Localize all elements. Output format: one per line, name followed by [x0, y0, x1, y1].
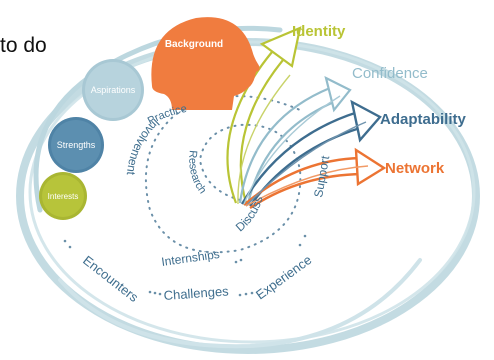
bubble-label-aspirations: Aspirations — [91, 85, 136, 95]
word-involvement: Involvement — [124, 116, 163, 176]
word-encounters: Encounters — [80, 253, 141, 306]
arrow-strands — [237, 74, 369, 207]
outcome-confidence: Confidence — [352, 65, 428, 82]
arrow-network — [243, 147, 387, 210]
arrow-identity — [226, 26, 302, 204]
connector-dots — [63, 234, 307, 297]
corner-text: to do — [0, 34, 47, 57]
word-experience: Experience — [253, 252, 314, 302]
bubble-interests: Interests — [39, 172, 87, 220]
word-research: Research — [186, 150, 208, 196]
outcome-network: Network — [385, 160, 445, 177]
bubble-label-strengths: Strengths — [57, 140, 96, 150]
head-silhouette: Background — [151, 17, 260, 111]
outcome-identity: Identity — [292, 23, 346, 40]
word-internships: Internships — [160, 247, 220, 269]
head-label: Background — [165, 39, 223, 50]
bubble-aspirations: Aspirations — [82, 59, 144, 121]
bubble-label-interests: Interests — [48, 192, 79, 201]
word-challenges: Challenges — [163, 283, 229, 303]
outcome-adaptability: Adaptability — [380, 111, 466, 128]
bubble-strengths: Strengths — [48, 117, 104, 173]
